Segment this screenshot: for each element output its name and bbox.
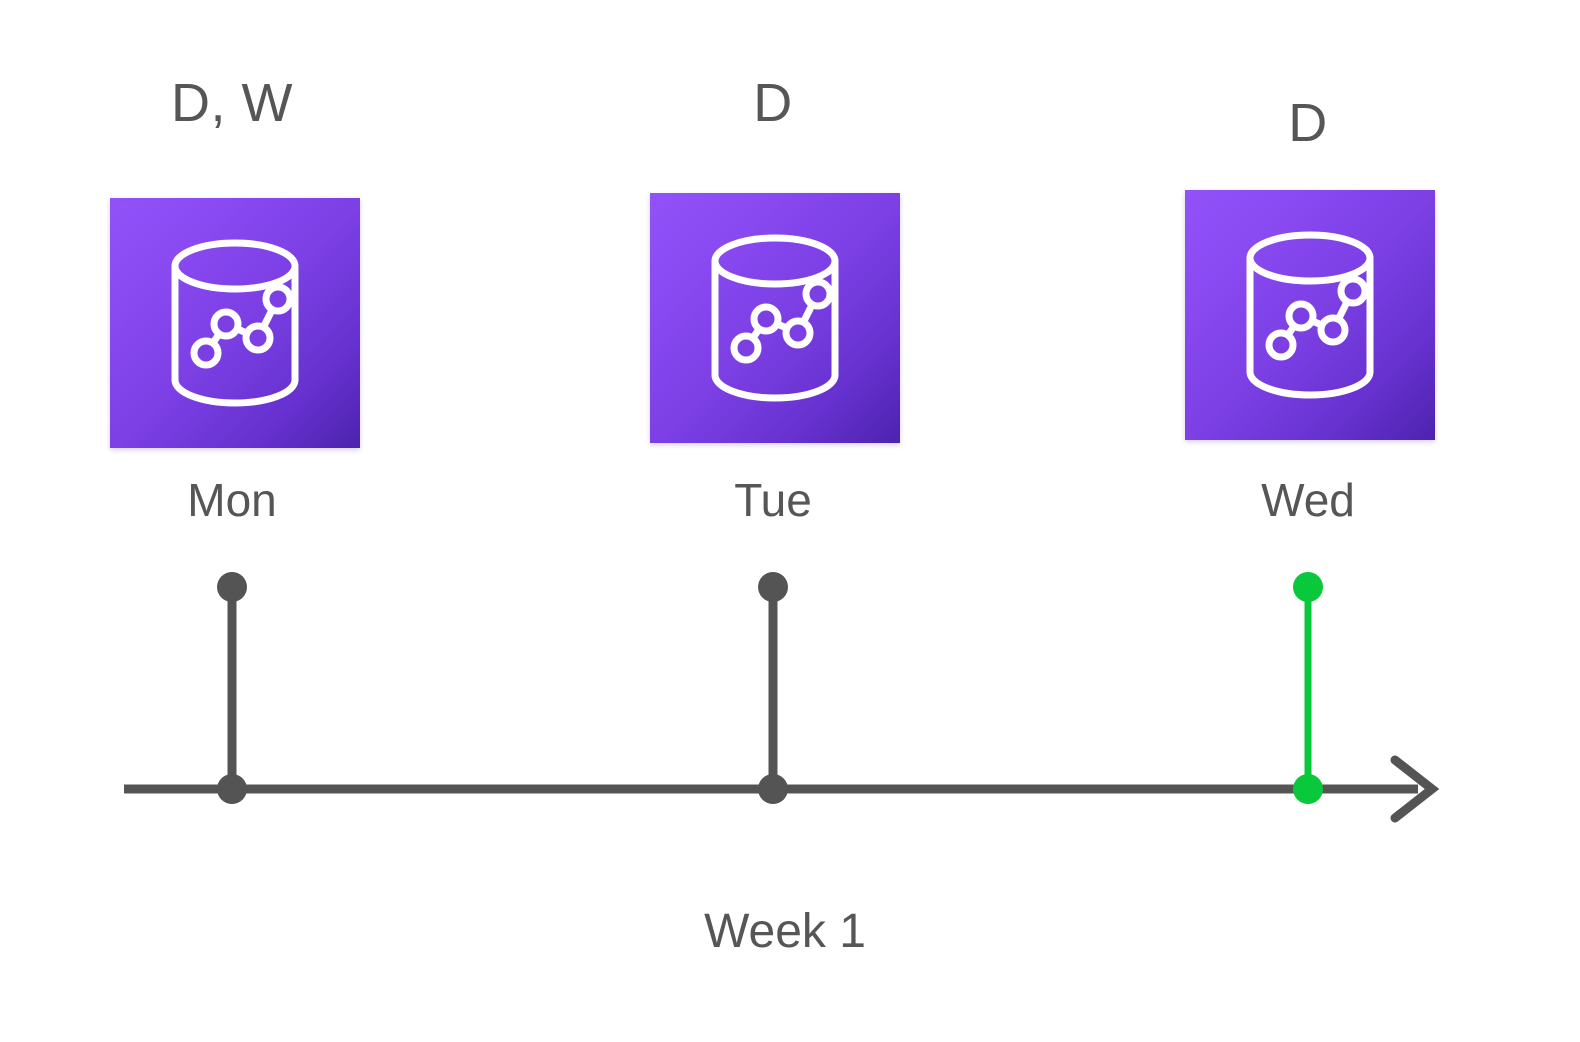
marker-top-wed[interactable]	[1293, 572, 1323, 602]
day-label-wed: Wed	[1261, 474, 1355, 526]
marker-axis-tue[interactable]	[758, 774, 788, 804]
frequency-label-tue: D	[753, 73, 793, 133]
database-analytics-icon-tue[interactable]	[650, 193, 900, 443]
marker-axis-wed[interactable]	[1293, 774, 1323, 804]
database-analytics-icon-mon[interactable]	[110, 198, 360, 448]
day-label-mon: Mon	[187, 474, 277, 526]
timeline-arrow-icon	[1390, 755, 1440, 823]
database-analytics-icon	[711, 234, 839, 402]
day-label-tue: Tue	[734, 474, 812, 526]
database-analytics-icon-wed[interactable]	[1185, 190, 1435, 440]
marker-axis-mon[interactable]	[217, 774, 247, 804]
frequency-label-wed: D	[1288, 93, 1328, 153]
database-analytics-icon	[171, 239, 299, 407]
marker-top-mon[interactable]	[217, 572, 247, 602]
marker-top-tue[interactable]	[758, 572, 788, 602]
week-caption: Week 1	[704, 905, 866, 958]
frequency-label-mon: D, W	[171, 73, 293, 133]
database-analytics-icon	[1246, 231, 1374, 399]
